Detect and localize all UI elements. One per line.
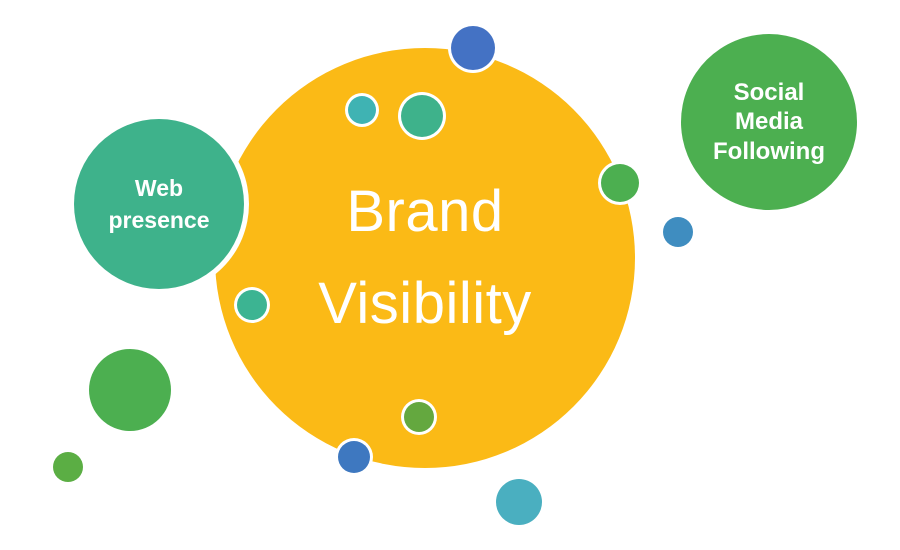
decor-dot-teal-left-inner — [237, 290, 267, 320]
social-media-following-bubble: Social Media Following — [681, 34, 857, 210]
web-presence-bubble: Web presence — [74, 119, 244, 289]
decor-dot-cyan-bottom — [496, 479, 542, 525]
web-presence-label: Web presence — [108, 174, 210, 233]
brand-visibility-label: Brand Visibility — [318, 179, 532, 336]
decor-dot-green-bottom-inner — [404, 402, 434, 432]
decor-dot-green-top — [401, 95, 443, 137]
decor-dot-blue-right — [663, 217, 693, 247]
decor-dot-green-right-edge — [601, 164, 639, 202]
social-media-following-label: Social Media Following — [713, 79, 825, 165]
decor-dot-green-left-large — [89, 349, 171, 431]
decor-dot-blue-top — [451, 26, 495, 70]
decor-dot-teal-top — [348, 96, 376, 124]
decor-dot-green-left-small — [53, 452, 83, 482]
decor-dot-blue-bottom — [338, 441, 370, 473]
